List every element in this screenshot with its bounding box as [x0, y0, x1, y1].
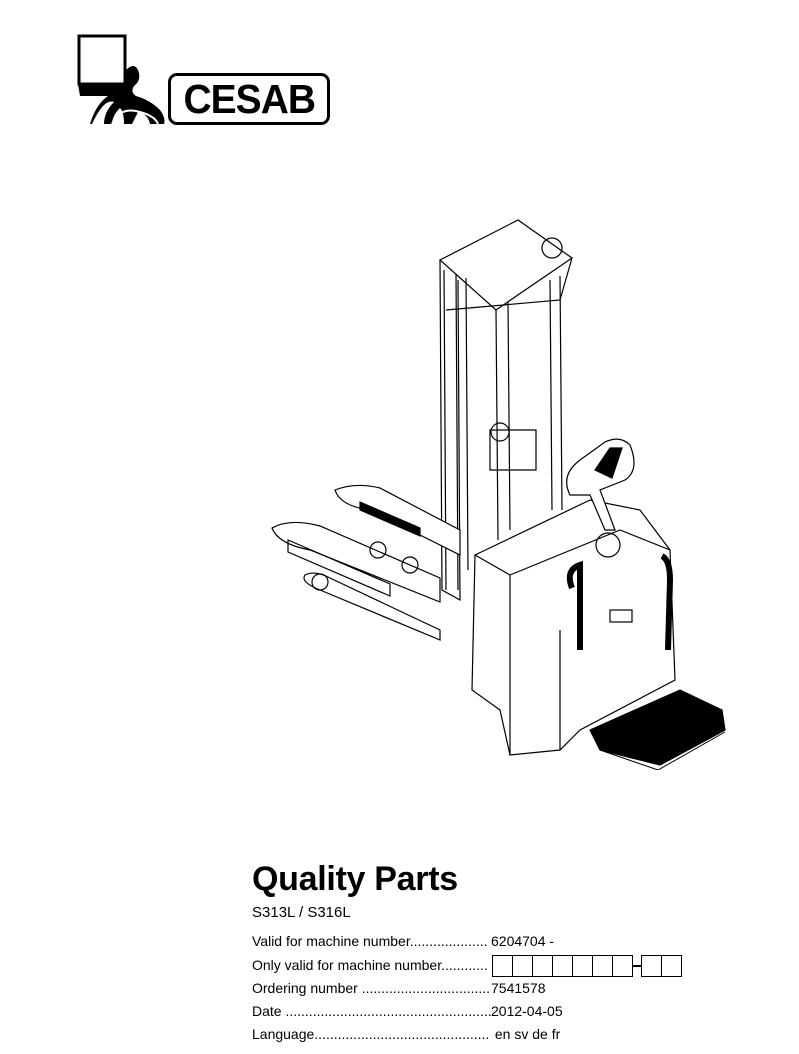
field-value: 6204704 - — [491, 933, 555, 949]
field-value: 7541578 — [491, 980, 546, 996]
digit-box — [573, 955, 593, 977]
field-label: Date ...................................… — [252, 1003, 492, 1019]
digit-box — [533, 955, 553, 977]
digit-box — [662, 955, 682, 977]
field-value: en sv de fr — [491, 1026, 561, 1042]
digit-box — [593, 955, 613, 977]
digit-box — [553, 955, 573, 977]
cesab-logo-text: CESAB — [168, 73, 330, 125]
field-label: Language................................… — [252, 1026, 490, 1042]
pallet-stacker-illustration — [271, 219, 726, 770]
field-only-valid-machine-number: Only valid for machine number...........… — [252, 955, 692, 977]
field-language: Language................................… — [252, 1026, 692, 1046]
digit-box — [641, 955, 662, 977]
field-label: Ordering number ........................… — [252, 980, 491, 996]
field-value: 2012-04-05 — [491, 1003, 563, 1019]
cesab-logo-mark — [77, 34, 165, 125]
digit-box — [613, 955, 633, 977]
digit-box — [513, 955, 533, 977]
field-ordering-number: Ordering number ........................… — [252, 980, 692, 1000]
digit-box — [492, 955, 513, 977]
document-title: Quality Parts — [252, 860, 458, 898]
field-valid-machine-number: Valid for machine number................… — [252, 933, 692, 953]
field-label: Only valid for machine number...........… — [252, 957, 488, 973]
model-numbers: S313L / S316L — [252, 904, 351, 921]
separator-dash — [633, 965, 641, 967]
machine-number-boxes — [492, 955, 682, 977]
field-date: Date ...................................… — [252, 1003, 692, 1023]
field-label: Valid for machine number................… — [252, 933, 488, 949]
